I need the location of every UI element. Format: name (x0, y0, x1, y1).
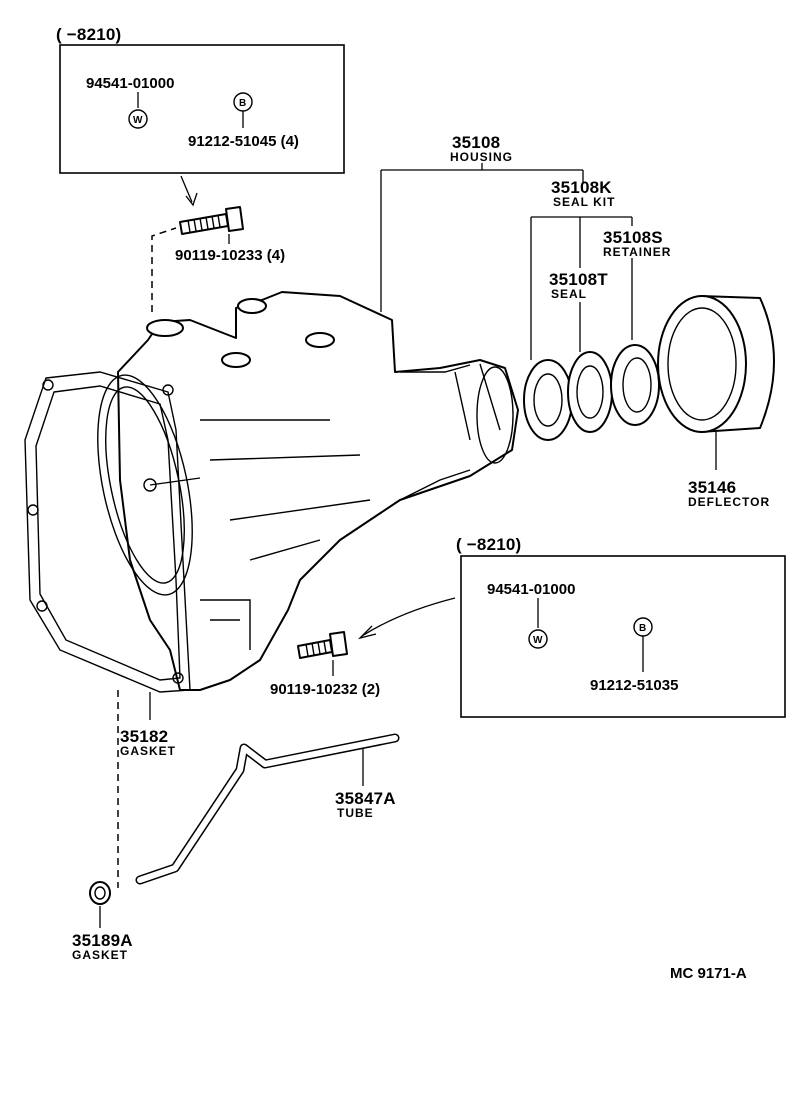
gasket-35182-name: GASKET (120, 744, 176, 758)
bottom-box-symbol-a: W (533, 635, 543, 646)
bottom-box-symbol-b: B (639, 623, 646, 634)
top-box-header: ( −8210) (56, 25, 121, 44)
top-box-symbol-a: W (133, 115, 143, 126)
tube-35847A-part (135, 733, 400, 885)
retainer-35108S-part (610, 344, 660, 426)
bolt-top-label: 90119-10233 (4) (175, 247, 285, 264)
washer-symbol-icon (128, 109, 148, 129)
seal-35108T-part (523, 359, 573, 441)
gasket-35189A-name: GASKET (72, 948, 128, 962)
housing-callout-lines (380, 163, 584, 312)
top-box-arrow (180, 175, 198, 207)
top-reference-box: ( −8210) 94541-01000 W B 91212-51045 (4) (56, 25, 345, 174)
seal-name: SEAL (551, 287, 587, 301)
bottom-box-part-a: 94541-01000 (487, 581, 575, 598)
bottom-box-part-b: 91212-51035 (590, 677, 678, 694)
bottom-reference-box: ( −8210) 94541-01000 W B 91212-51035 (456, 535, 786, 718)
alignment-dashed-line-top (151, 227, 177, 312)
gasket-35182-number: 35182 (120, 727, 168, 746)
seal-kit-callout-lines (530, 216, 633, 360)
bottom-box-arrow (357, 597, 456, 640)
gasket-35189A-number: 35189A (72, 931, 133, 950)
bolt-bottom-label: 90119-10232 (2) (270, 681, 380, 698)
top-box-part-b: 91212-51045 (4) (188, 133, 299, 150)
top-box-part-a: 94541-01000 (86, 75, 174, 92)
seal-kit-name: SEAL KIT (553, 195, 615, 209)
washer-symbol-icon (528, 629, 548, 649)
tube-number: 35847A (335, 789, 396, 808)
top-box-symbol-b: B (239, 98, 246, 109)
deflector-number: 35146 (688, 478, 736, 497)
housing-name: HOUSING (450, 150, 513, 164)
housing-part (97, 291, 519, 691)
deflector-35146-part (657, 295, 775, 470)
bolt-top-part (179, 206, 244, 244)
bolt-bottom-part (297, 631, 348, 676)
seal-kit-number: 35108K (551, 178, 612, 197)
gasket-35189A-part (89, 881, 111, 928)
top-box-frame (59, 44, 345, 174)
retainer-number: 35108S (603, 228, 663, 247)
seal-ring-part (567, 351, 613, 433)
figure-code: MC 9171-A (670, 965, 747, 982)
bottom-box-frame (460, 555, 786, 718)
housing-number: 35108 (452, 133, 500, 152)
tube-name: TUBE (337, 806, 374, 820)
seal-number: 35108T (549, 270, 608, 289)
retainer-name: RETAINER (603, 245, 671, 259)
deflector-name: DEFLECTOR (688, 495, 770, 509)
gasket-35182-part (24, 371, 191, 693)
bottom-box-header: ( −8210) (456, 535, 521, 554)
